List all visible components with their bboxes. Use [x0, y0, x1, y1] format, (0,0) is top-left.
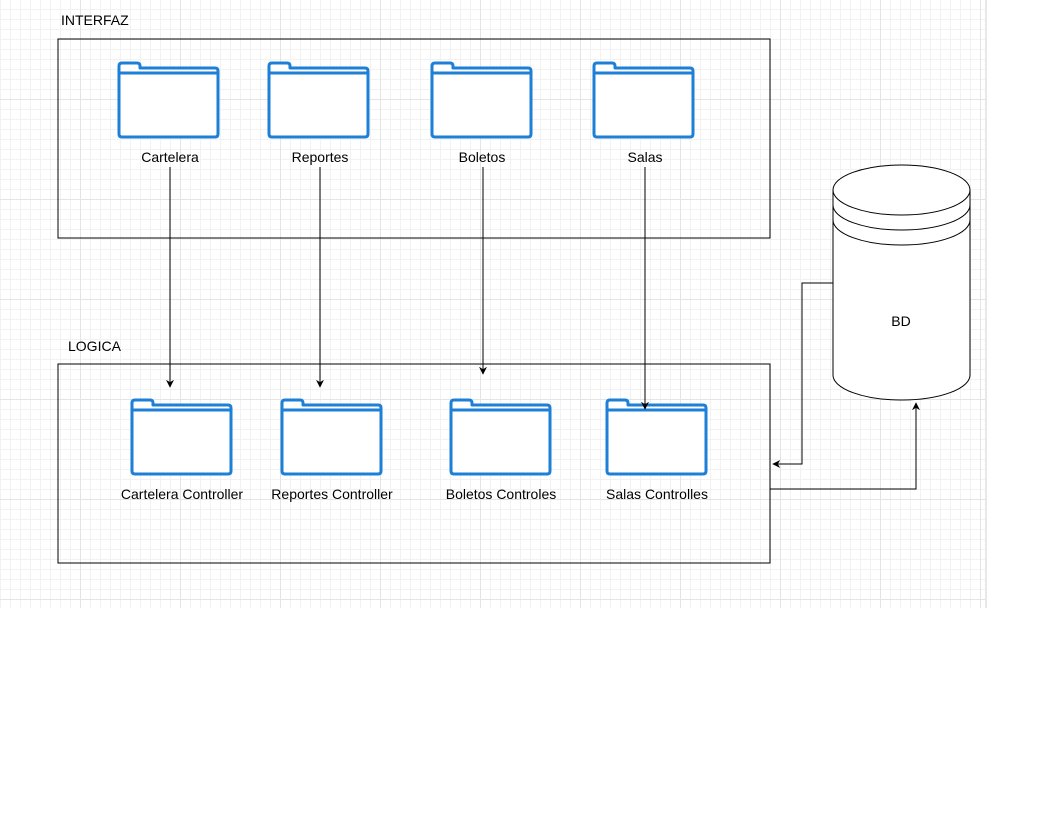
- folder-cartelera[interactable]: Cartelera: [117, 61, 220, 165]
- folder-icon: [117, 61, 220, 139]
- database-label: BD: [891, 313, 910, 329]
- folder-icon: [130, 398, 233, 476]
- folder-boletos-controles[interactable]: Boletos Controles: [446, 398, 557, 502]
- folder-boletos[interactable]: Boletos: [430, 61, 533, 165]
- folder-icon: [605, 398, 708, 476]
- folder-label-boletos-controles: Boletos Controles: [446, 486, 557, 502]
- arrow-logica-to-bd[interactable]: [770, 402, 920, 490]
- folder-cartelera-controller[interactable]: Cartelera Controller: [121, 398, 243, 502]
- interfaz-layer-box[interactable]: [57, 38, 771, 239]
- arrow-bd-to-logica[interactable]: [772, 282, 833, 468]
- folder-label-salas-controlles: Salas Controlles: [606, 486, 708, 502]
- interfaz-layer-title: INTERFAZ: [61, 12, 129, 28]
- folder-reportes[interactable]: Reportes: [267, 61, 370, 165]
- folder-reportes-controller[interactable]: Reportes Controller: [271, 398, 393, 502]
- folder-label-cartelera-controller: Cartelera Controller: [121, 486, 243, 502]
- folder-icon: [592, 61, 695, 139]
- folder-icon: [430, 61, 533, 139]
- folder-label-reportes: Reportes: [292, 149, 349, 165]
- folder-icon: [267, 61, 370, 139]
- folder-icon: [449, 398, 552, 476]
- folder-salas-controlles[interactable]: Salas Controlles: [605, 398, 708, 502]
- logica-layer-title: LOGICA: [68, 338, 122, 354]
- canvas-edge: [985, 0, 987, 608]
- folder-salas[interactable]: Salas: [592, 61, 695, 165]
- logica-layer-box[interactable]: [57, 363, 771, 564]
- folder-icon: [280, 398, 383, 476]
- folder-label-cartelera: Cartelera: [141, 149, 199, 165]
- folder-label-boletos: Boletos: [459, 149, 506, 165]
- database-cylinder[interactable]: BD: [832, 164, 971, 401]
- folder-label-reportes-controller: Reportes Controller: [271, 486, 393, 502]
- folder-label-salas: Salas: [627, 149, 662, 165]
